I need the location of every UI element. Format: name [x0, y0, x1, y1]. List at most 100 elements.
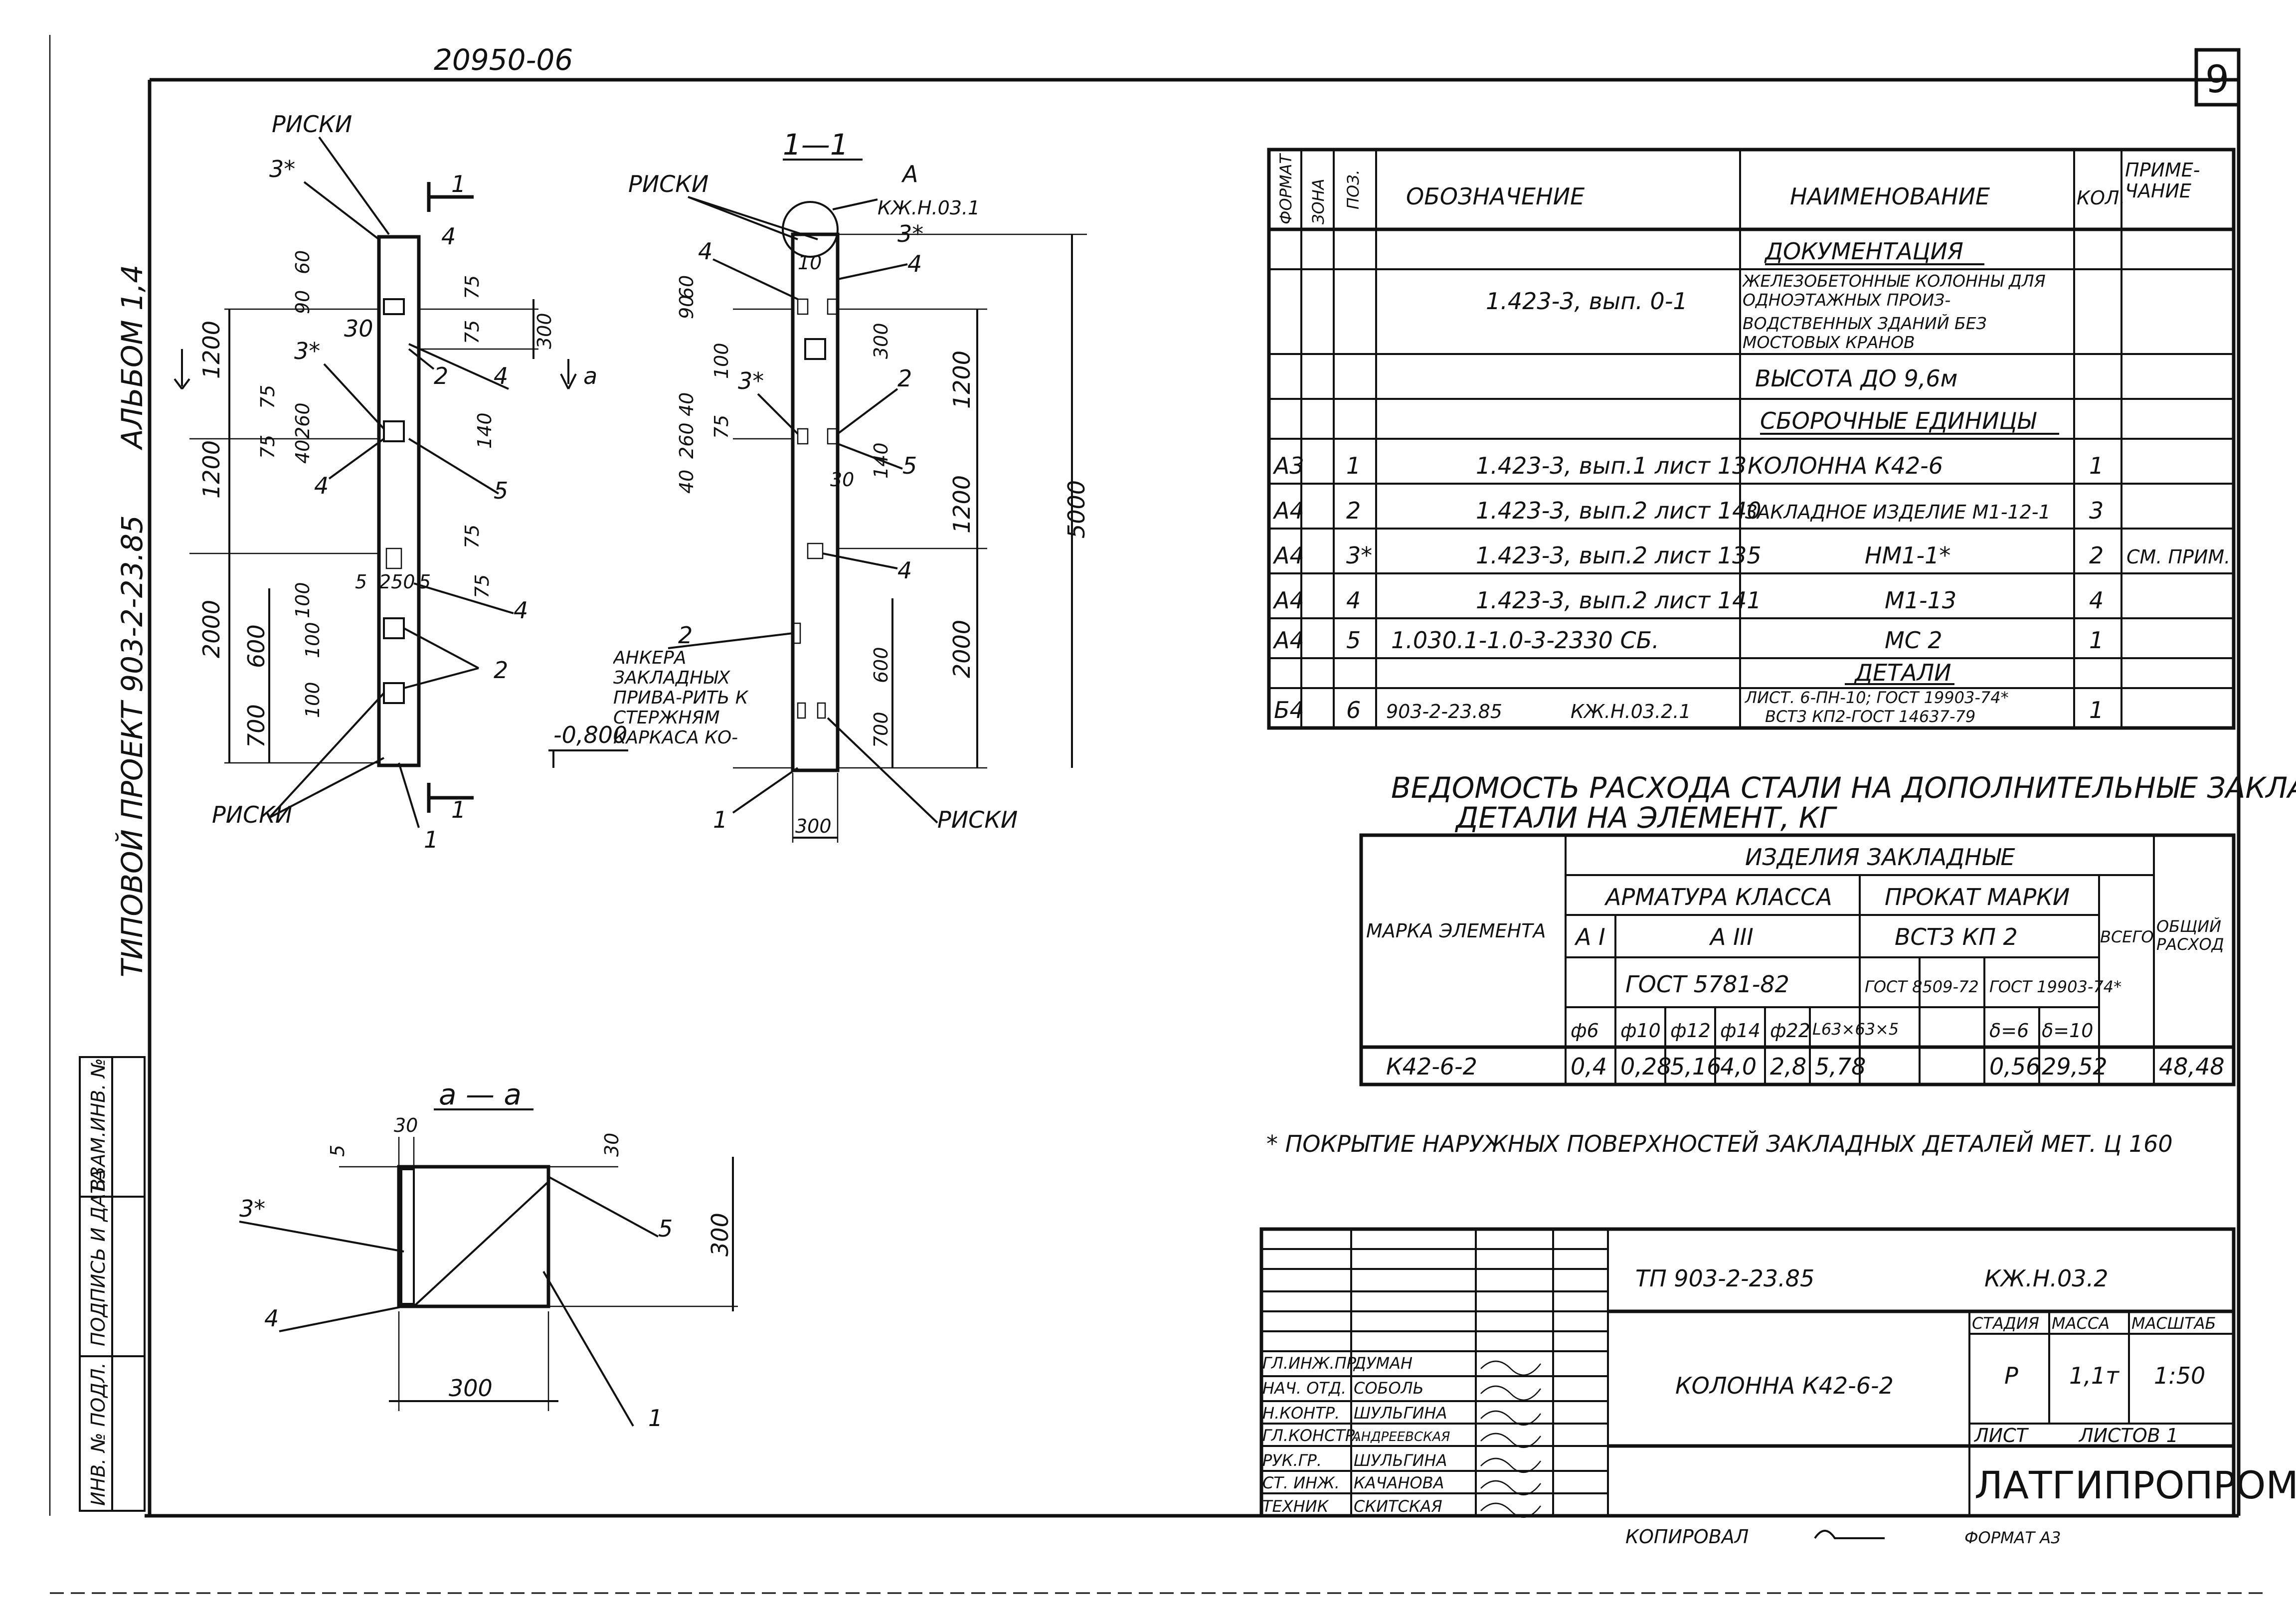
section11-dim-600: 600	[870, 647, 892, 683]
steel-h-rebar: АРМАТУРА КЛАССА	[1604, 884, 1832, 910]
tb-name: ШУЛЬГИНА	[1354, 1451, 1447, 1470]
steel-row-mark: К42-6-2	[1386, 1053, 1477, 1080]
doc-number: 20950-06	[434, 43, 573, 77]
front-dim-75f: 75	[471, 574, 493, 598]
tb-copied: КОПИРОВАЛ	[1625, 1526, 1749, 1548]
steel-size: ф6	[1571, 1020, 1599, 1042]
spec-row-qty: 4	[2089, 587, 2104, 614]
sectionaa-label-1: 1	[648, 1405, 663, 1432]
spec-h-note: ПРИМЕ-ЧАНИЕ	[2125, 160, 2200, 202]
spec-row-code: 1.423-3, вып.2 лист 135	[1476, 542, 1762, 569]
spec-row-qty: 2	[2089, 542, 2104, 569]
front-dim-1200a: 1200	[198, 321, 225, 379]
section11-dim-2000: 2000	[948, 620, 975, 678]
steel-table: ВЕДОМОСТЬ РАСХОДА СТАЛИ НА ДОПОЛНИТЕЛЬНЫ…	[1359, 771, 2296, 1086]
spec-row-name: НМ1-1*	[1865, 542, 1950, 569]
section11-dim-700: 700	[870, 712, 892, 748]
section11-dim-90: 90	[676, 295, 698, 319]
front-dim-100: 100	[292, 582, 314, 618]
tb-h-scale: МАСШТАБ	[2131, 1314, 2216, 1333]
spec-row: А4 5 1.030.1-1.0-3-2330 СБ. МС 2 1	[1272, 627, 2104, 654]
section11-dim-100: 100	[710, 343, 732, 379]
sectionaa-label-4: 4	[264, 1305, 279, 1332]
spec-row-code: 1.423-3, вып.2 лист 141	[1476, 587, 1762, 614]
steel-row-value: 2,8	[1770, 1053, 1806, 1080]
sectionaa-dim-300h: 300	[449, 1375, 493, 1402]
spec-row-fmt: А4	[1272, 627, 1304, 654]
front-label-3star: 3*	[294, 338, 320, 364]
section11-dim-1200b: 1200	[948, 475, 975, 534]
front-view-a: а	[583, 362, 597, 389]
stamp-signature: ПОДПИСЬ И ДАТА	[87, 1169, 109, 1346]
spec-detail-code: 903-2-23.85	[1386, 701, 1502, 722]
steel-title-2: ДЕТАЛИ НА ЭЛЕМЕНТ, КГ	[1454, 801, 1838, 835]
steel-row-value: 4,0	[1720, 1053, 1757, 1080]
sheet-frame	[49, 35, 2269, 1594]
tb-role: СТ. ИНЖ.	[1262, 1473, 1340, 1492]
section11-dim-75: 75	[710, 415, 732, 439]
steel-row-value: 0,4	[1571, 1053, 1607, 1080]
spec-h-zone: ЗОНА	[1309, 179, 1328, 224]
spec-h-format: ФОРМАТ	[1276, 153, 1295, 224]
steel-size: δ=6	[1989, 1020, 2029, 1042]
steel-row-value: 48,48	[2159, 1053, 2225, 1080]
spec-section-doc: ДОКУМЕНТАЦИЯ	[1764, 238, 1963, 265]
front-dim-5a: 5	[355, 571, 367, 593]
section11-note: АНКЕРА ЗАКЛАДНЫХ ПРИВА-РИТЬ К СТЕРЖНЯМ К…	[613, 648, 748, 748]
section11-label-3star-b: 3*	[738, 367, 764, 394]
front-dim-1200b: 1200	[198, 440, 225, 499]
steel-h-gost5781: ГОСТ 5781-82	[1625, 971, 1789, 998]
spec-doc-name-3: ВЫСОТА ДО 9,6м	[1755, 365, 1957, 392]
sectionaa-dim-30b: 30	[601, 1133, 623, 1157]
spec-row-detail: Б4 6 903-2-23.85 КЖ.Н.03.2.1 ЛИСТ. 6-ПН-…	[1274, 688, 2104, 726]
album-label: АЛЬБОМ 1,4	[115, 265, 149, 451]
front-label-2a: 2	[434, 362, 448, 389]
steel-h-gost19903: ГОСТ 19903-74*	[1989, 977, 2121, 996]
section11-dim-1200a: 1200	[948, 351, 975, 409]
steel-size: ф14	[1720, 1020, 1761, 1042]
front-dim-250: 250	[379, 571, 415, 593]
spec-detail-code2: КЖ.Н.03.2.1	[1571, 701, 1691, 722]
steel-size: ф22	[1770, 1020, 1810, 1042]
tb-drawing-code: КЖ.Н.03.2	[1984, 1265, 2108, 1292]
front-dim-5b: 5	[419, 571, 431, 593]
side-stamp: ИНВ. № ПОДЛ. ПОДПИСЬ И ДАТА ВЗАМ.ИНВ. №	[79, 1056, 146, 1512]
steel-row-value: 0,28	[1620, 1053, 1671, 1080]
section11-label-4b: 4	[698, 238, 712, 265]
steel-h-AIII: А III	[1709, 923, 1754, 950]
project-label: ТИПОВОЙ ПРОЕКТ 903-2-23.85	[115, 515, 149, 977]
front-dim-75b: 75	[257, 435, 279, 459]
steel-h-items: ИЗДЕЛИЯ ЗАКЛАДНЫЕ	[1745, 844, 2015, 871]
front-dim-75d: 75	[461, 320, 483, 344]
spec-section-details: ДЕТАЛИ	[1854, 659, 1951, 686]
section11-title: 1—1	[783, 128, 849, 162]
sectionaa-label-3star: 3*	[239, 1195, 265, 1222]
tb-role: ТЕХНИК	[1262, 1497, 1329, 1516]
steel-h-AI: А I	[1574, 923, 1605, 950]
steel-size: L63×63×5	[1812, 1020, 1899, 1039]
front-dim-2000: 2000	[198, 600, 225, 658]
tb-name: СКИТСКАЯ	[1354, 1497, 1442, 1516]
spec-h-qty: КОЛ.	[2077, 187, 2125, 209]
spec-row-note: СМ. ПРИМ.	[2126, 546, 2230, 568]
spec-detail-fmt: Б4	[1274, 697, 1304, 723]
spec-row-fmt: А4	[1272, 542, 1304, 569]
spec-row-name: ЗАКЛАДНОЕ ИЗДЕЛИЕ М1-12-1	[1745, 501, 2051, 523]
section-a-a: а — а 30 5 30 300 300 3* 5 4 1	[239, 1078, 738, 1432]
spec-row-name: М1-13	[1885, 587, 1956, 614]
front-dim-60: 60	[292, 250, 314, 274]
tb-h-mass: МАССА	[2052, 1314, 2110, 1333]
steel-h-total: ВСЕГО	[2100, 927, 2154, 946]
tb-name: СОБОЛЬ	[1354, 1379, 1424, 1398]
spec-section-assembly: СБОРОЧНЫЕ ЕДИНИЦЫ	[1760, 407, 2037, 434]
steel-h-rolled: ПРОКАТ МАРКИ	[1885, 884, 2070, 910]
front-dim-75: 75	[257, 385, 279, 409]
section11-label-4c: 4	[897, 557, 912, 584]
spec-row-pos: 4	[1346, 587, 1361, 614]
front-label-4c: 4	[314, 472, 329, 499]
front-dim-75c: 75	[461, 275, 483, 299]
section11-dim-5000: 5000	[1063, 480, 1090, 539]
front-dim-100b: 100	[302, 622, 324, 658]
section11-label-2b: 2	[678, 622, 693, 649]
